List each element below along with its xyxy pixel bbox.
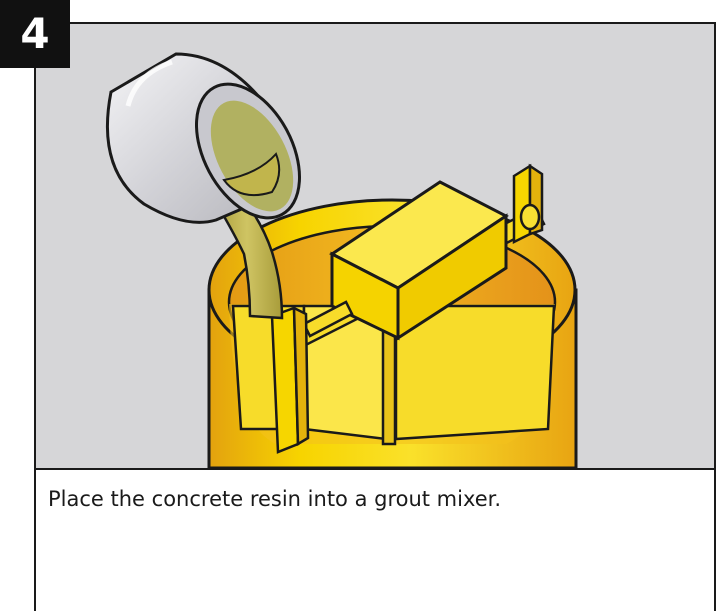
step-caption: Place the concrete resin into a grout mi…: [48, 487, 502, 511]
bucket-icon: [105, 52, 301, 224]
step-card: Place the concrete resin into a grout mi…: [34, 22, 716, 611]
step-number-badge: 4: [0, 0, 70, 68]
illustration-canvas: [105, 52, 578, 468]
caption-divider: [36, 468, 714, 470]
grout-mixer-icon: [207, 163, 578, 468]
step-illustration: [36, 24, 714, 468]
resin-stream-icon: [209, 194, 284, 320]
